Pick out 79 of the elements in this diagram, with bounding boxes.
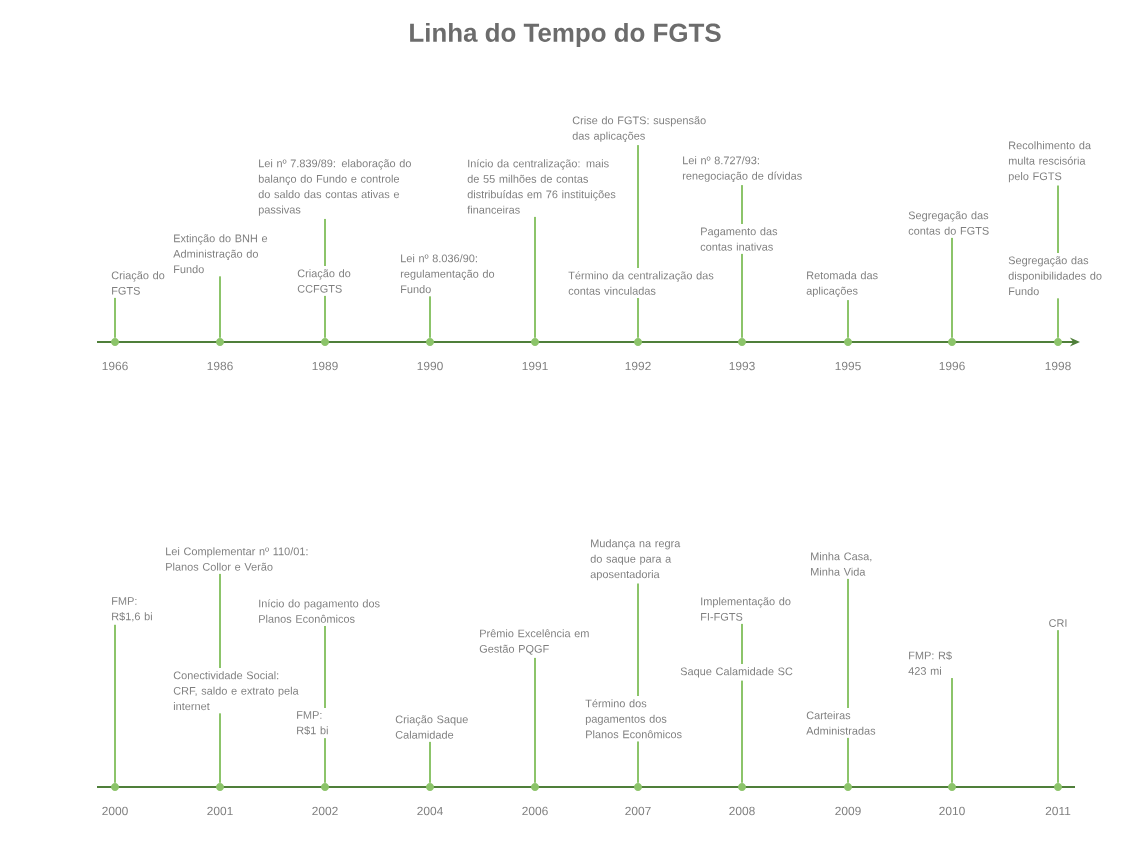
- stem-line: [951, 236, 953, 339]
- year-label: 1991: [522, 361, 548, 371]
- stem-line: [1057, 297, 1059, 339]
- year-label: 1998: [1045, 361, 1071, 371]
- stem-line: [741, 184, 743, 225]
- event-label: Término da centralização das contas vinculadas: [568, 271, 714, 295]
- stem-line: [741, 252, 743, 339]
- year-label: 1966: [102, 361, 128, 371]
- event-label: FMP: R$1,6 bi: [112, 597, 152, 622]
- event-label: Crise do FGTS: suspensão das aplicações: [572, 116, 706, 142]
- event-label: Recolhimento da multa rescisória pelo FGTS: [1008, 141, 1092, 183]
- year-label: 1989: [312, 361, 338, 371]
- stem-line: [637, 582, 639, 697]
- stem-line: [741, 679, 743, 784]
- event-label: Retomada das aplicações: [806, 271, 878, 297]
- event-label: Término dos pagamentos dos Planos Econômicos: [585, 699, 682, 739]
- event-label: Extinção do BNH e Administração do Fundo: [173, 234, 268, 274]
- event-label: Início do pagamento dos Planos Econômicos: [259, 599, 380, 623]
- title: Linha do Tempo do FGTS: [410, 22, 721, 48]
- year-label: 1993: [729, 361, 755, 371]
- event-label: CRI: [1049, 619, 1067, 627]
- event-label: Início da centralização: mais de 55 milhões de contas distribuídas em 76 instituições financeiras: [467, 159, 616, 214]
- event-label: Criação do CCFGTS: [297, 269, 351, 293]
- stem-line: [534, 656, 536, 784]
- stem-line: [324, 737, 326, 784]
- stem-line: [429, 295, 431, 339]
- stem-line: [114, 296, 116, 339]
- event-label: Lei nº 8.036/90: regulamentação do Fundo: [400, 254, 495, 294]
- year-label: 2007: [625, 806, 651, 816]
- stem-line: [741, 622, 743, 665]
- stem-line: [429, 740, 431, 784]
- stem-line: [847, 736, 849, 784]
- event-label: Lei nº 7.839/89: elaboração do balanço do Fundo e controle do saldo das contas ativas e passivas: [258, 159, 411, 216]
- event-label: Carteiras Administradas: [806, 711, 876, 735]
- stem-line: [637, 297, 639, 339]
- year-label: 1992: [625, 361, 651, 371]
- stem-line: [847, 299, 849, 339]
- event-label: Mudança na regra do saque para a aposentadoria: [590, 539, 681, 581]
- year-label: 2008: [729, 806, 755, 816]
- event-label: Segregação das disponibilidades do Fundo: [1008, 256, 1102, 296]
- event-label: FMP: R$ 423 mi: [908, 651, 952, 675]
- stem-line: [637, 740, 639, 784]
- year-label: 2010: [939, 806, 965, 816]
- year-label: 2004: [417, 806, 443, 816]
- event-label: Lei nº 8.727/93: renegociação de dívidas: [682, 156, 802, 182]
- event-label: Pagamento das contas inativas: [700, 227, 778, 251]
- stem-line: [1057, 184, 1059, 254]
- event-label: Prêmio Excelência em Gestão PQGF: [479, 629, 589, 655]
- stem-line: [219, 572, 221, 669]
- stem-line: [219, 275, 221, 339]
- year-label: 2000: [102, 806, 128, 816]
- stem-line: [219, 712, 221, 784]
- year-label: 2001: [207, 806, 233, 816]
- year-label: 2009: [835, 806, 861, 816]
- year-label: 1996: [939, 361, 965, 371]
- stem-line: [324, 625, 326, 709]
- year-label: 1995: [835, 361, 861, 371]
- year-label: 1990: [417, 361, 443, 371]
- stem-line: [637, 144, 639, 269]
- event-label: Lei Complementar nº 110/01: Planos Collor e Verão: [166, 547, 308, 571]
- year-label: 1986: [207, 361, 233, 371]
- stem-line: [324, 294, 326, 339]
- event-label: Minha Casa, Minha Vida: [811, 552, 872, 576]
- event-label: FMP: R$1 bi: [297, 711, 328, 735]
- year-label: 2006: [522, 806, 548, 816]
- event-label: Implementação do FI-FGTS: [701, 597, 791, 621]
- event-label: Conectividade Social: CRF, saldo e extrato pela internet: [173, 671, 299, 711]
- event-label: Segregação das contas do FGTS: [908, 211, 989, 235]
- event-label: Saque Calamidade SC: [680, 667, 793, 678]
- year-label: 2011: [1045, 806, 1071, 816]
- stem-line: [114, 623, 116, 784]
- stem-line: [847, 577, 849, 709]
- event-label: Criação Saque Calamidade: [395, 715, 468, 739]
- stem-line: [951, 677, 953, 784]
- stem-line: [1057, 629, 1059, 784]
- event-label: Criação do FGTS: [111, 271, 165, 295]
- stem-line: [534, 215, 536, 339]
- stem-line: [324, 217, 326, 267]
- year-label: 2002: [312, 806, 338, 816]
